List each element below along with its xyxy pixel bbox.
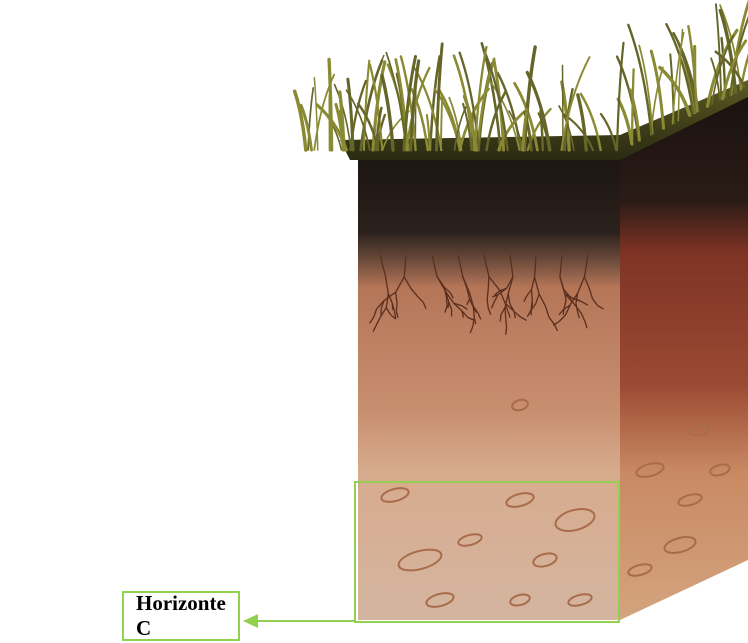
root — [488, 276, 489, 289]
root — [531, 290, 532, 301]
soil-front-face — [358, 158, 620, 620]
soil-side-face — [620, 95, 748, 620]
root — [506, 328, 507, 335]
arrow-left-icon — [243, 614, 356, 628]
horizon-c-label-text: Horizonte C — [136, 591, 238, 641]
root — [500, 315, 501, 322]
root — [448, 302, 449, 308]
root — [446, 298, 447, 306]
root — [506, 319, 507, 328]
horizon-c-label: Horizonte C — [122, 591, 240, 641]
grass-blade — [295, 91, 306, 150]
root — [396, 303, 397, 311]
root — [505, 307, 506, 318]
